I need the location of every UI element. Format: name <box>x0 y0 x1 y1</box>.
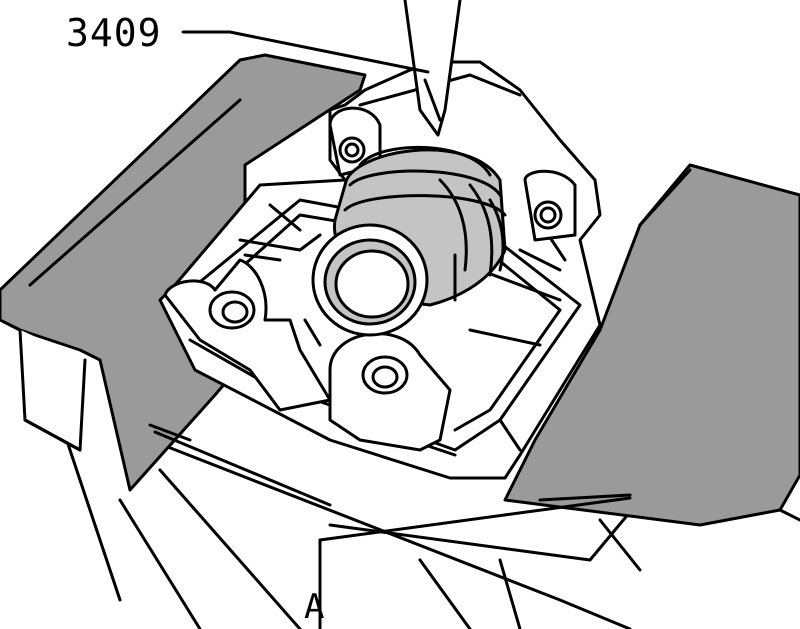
callout-label-tool: 3409 <box>66 11 162 55</box>
piston <box>303 223 429 347</box>
callout-label-jaws: A <box>304 587 325 627</box>
right-vice-jaw <box>503 163 800 527</box>
guide-pin-ears <box>163 258 452 452</box>
leader-line-3409 <box>181 30 430 74</box>
vice-base <box>58 418 642 629</box>
leader-lines-a <box>153 430 632 542</box>
special-tool-3409 <box>403 0 462 137</box>
